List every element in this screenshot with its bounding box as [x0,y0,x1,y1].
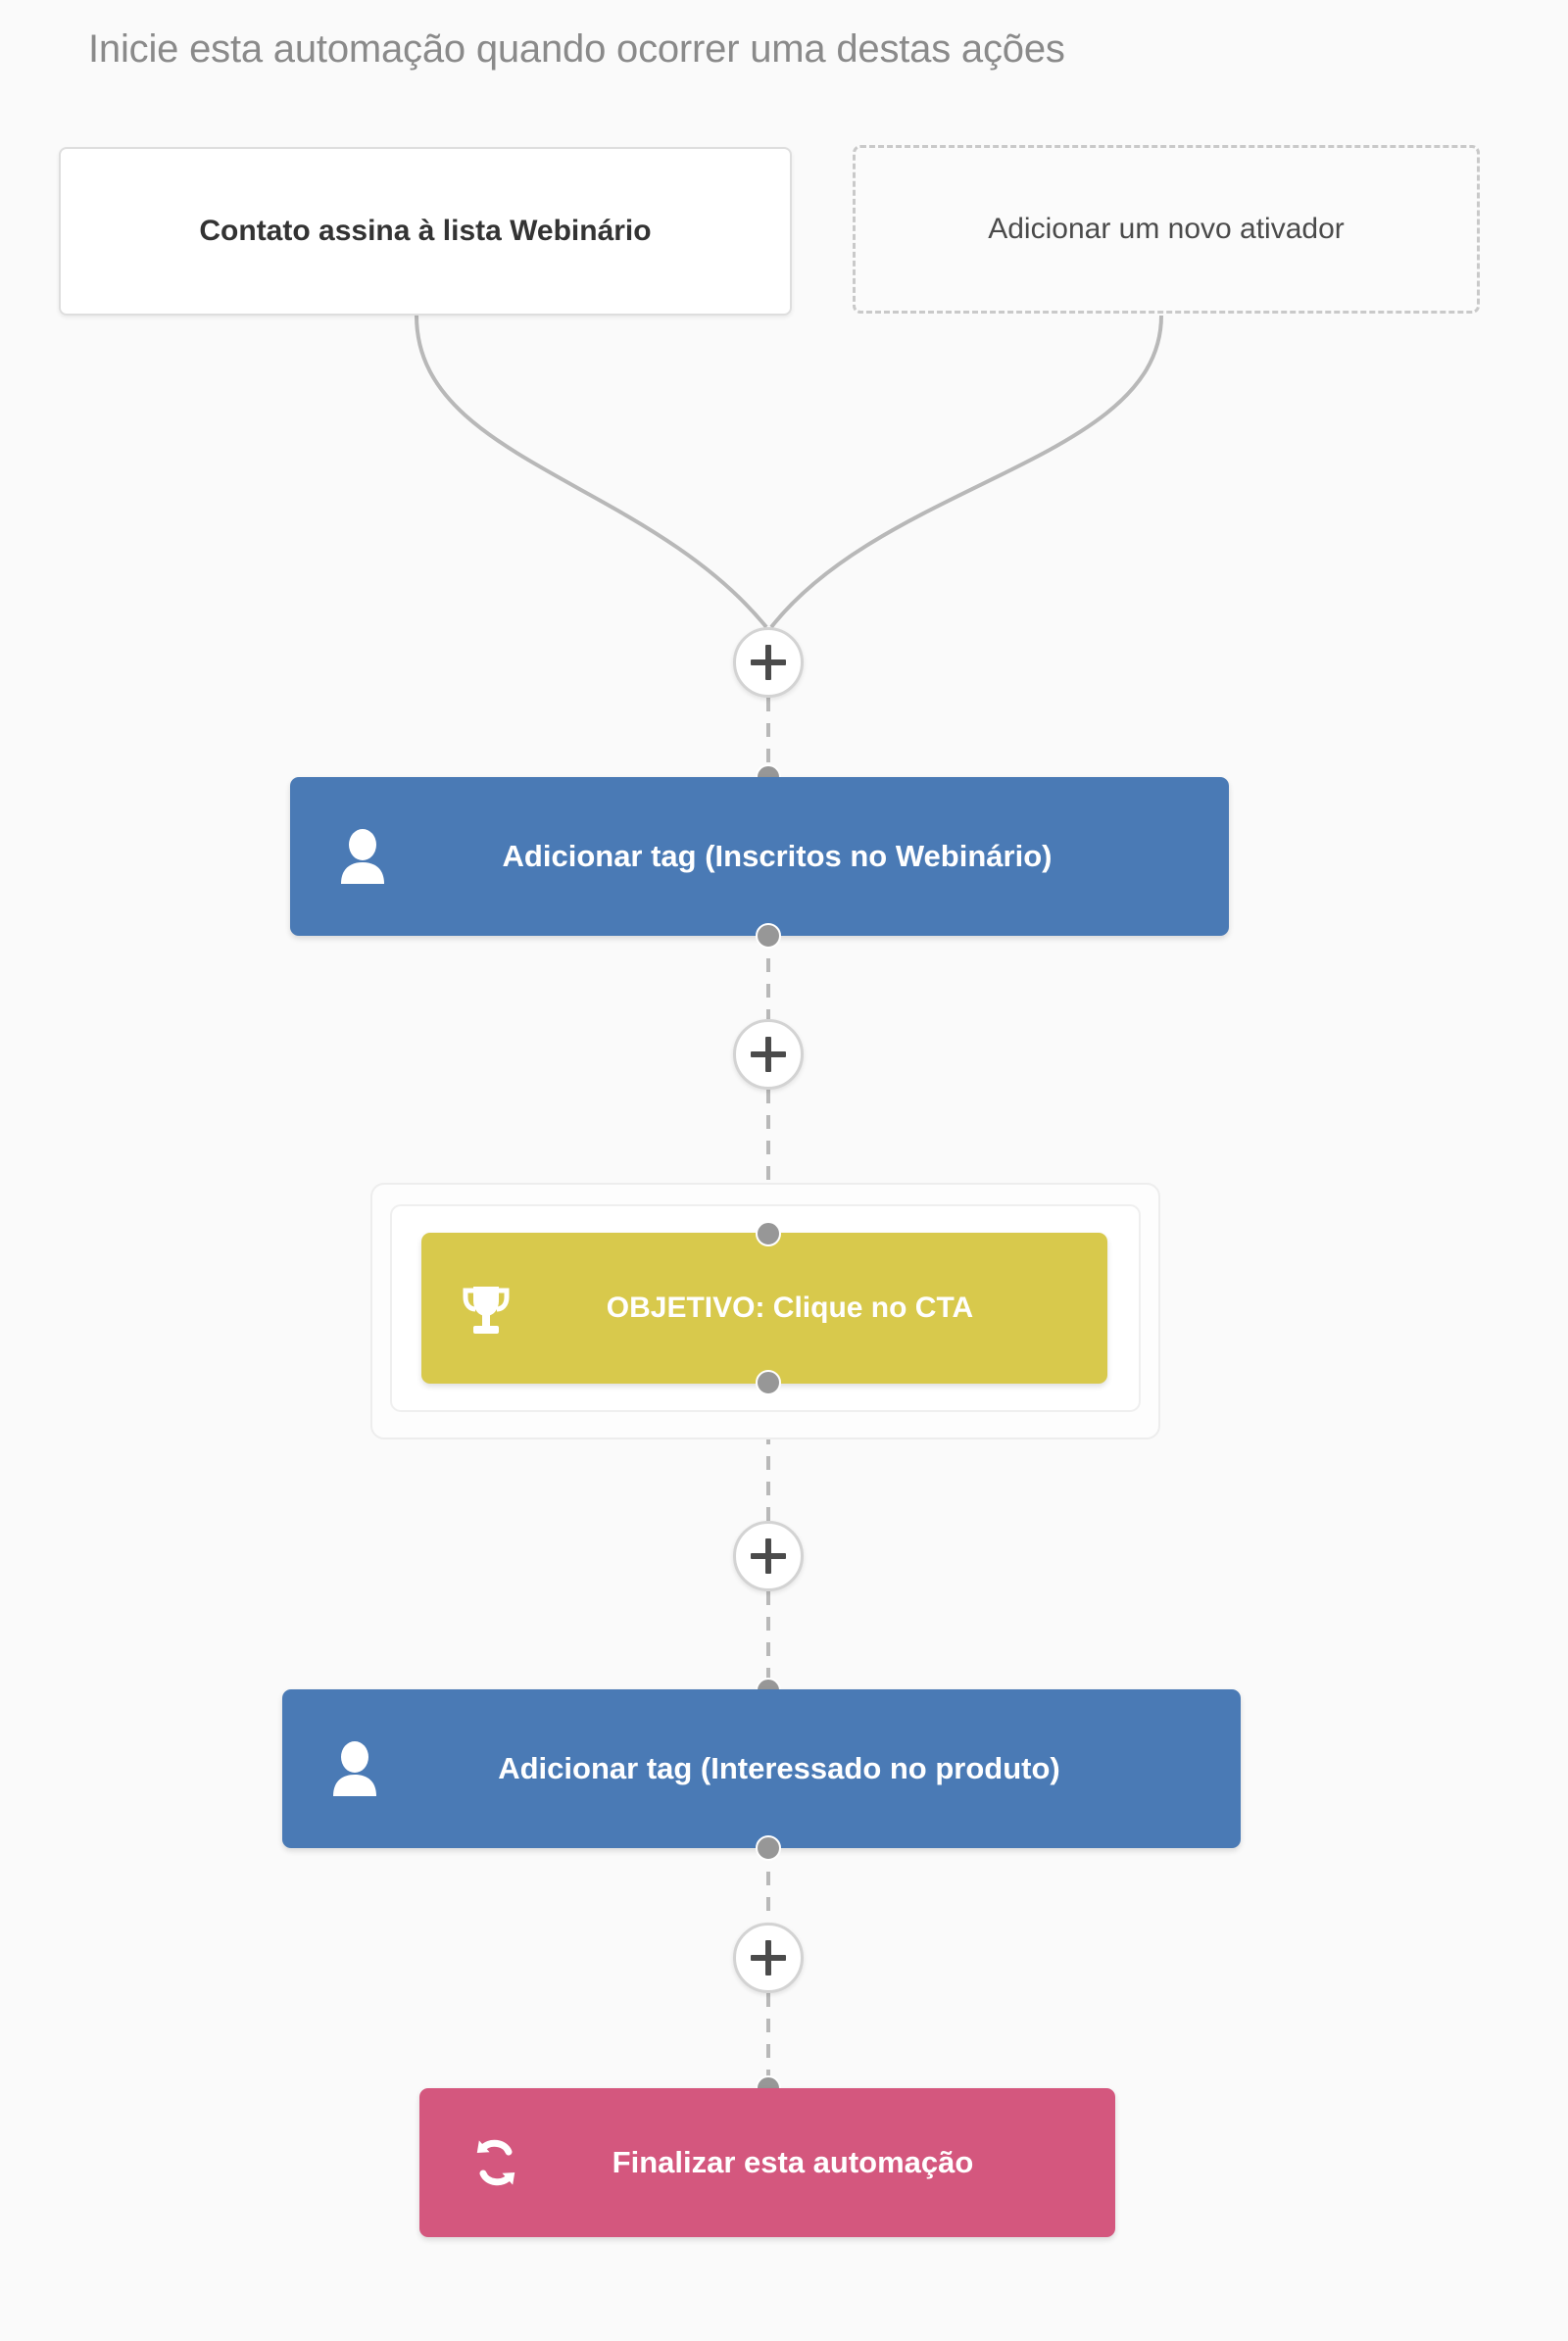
trophy-icon [455,1277,517,1340]
person-icon [323,1737,386,1800]
trigger-label: Adicionar um novo ativador [988,213,1345,245]
node-add-tag-interessado[interactable]: Adicionar tag (Interessado no produto) [282,1689,1241,1848]
add-step-button-1[interactable] [733,627,804,698]
connector-dot-bottom-node-1 [756,923,781,949]
add-step-button-2[interactable] [733,1019,804,1090]
connector-dot-bottom-node-3 [756,1835,781,1861]
plus-icon [751,1940,786,1975]
node-finalizar-automacao[interactable]: Finalizar esta automação [419,2088,1115,2237]
trigger-card-existing[interactable]: Contato assina à lista Webinário [59,147,792,316]
node-goal-clique-cta[interactable]: OBJETIVO: Clique no CTA [421,1233,1107,1384]
plus-icon [751,645,786,680]
add-step-button-3[interactable] [733,1521,804,1591]
node-label: Finalizar esta automação [612,2145,974,2179]
node-label: Adicionar tag (Inscritos no Webinário) [502,839,1053,873]
page-title: Inicie esta automação quando ocorrer uma… [88,27,1065,71]
node-add-tag-inscritos[interactable]: Adicionar tag (Inscritos no Webinário) [290,777,1229,936]
add-step-button-4[interactable] [733,1923,804,1993]
connector-dot-bottom-goal [756,1370,781,1395]
connector-dot-top-goal [756,1221,781,1246]
trigger-card-add-new[interactable]: Adicionar um novo ativador [853,145,1480,314]
curve-trigger-2 [769,315,1163,629]
plus-icon [751,1037,786,1072]
curve-trigger-1 [415,315,768,629]
plus-icon [751,1538,786,1574]
person-icon [331,825,394,888]
node-label: Adicionar tag (Interessado no produto) [498,1751,1060,1785]
cycle-arrows-icon [465,2131,527,2194]
trigger-label: Contato assina à lista Webinário [199,215,652,247]
node-label: OBJETIVO: Clique no CTA [606,1292,974,1324]
